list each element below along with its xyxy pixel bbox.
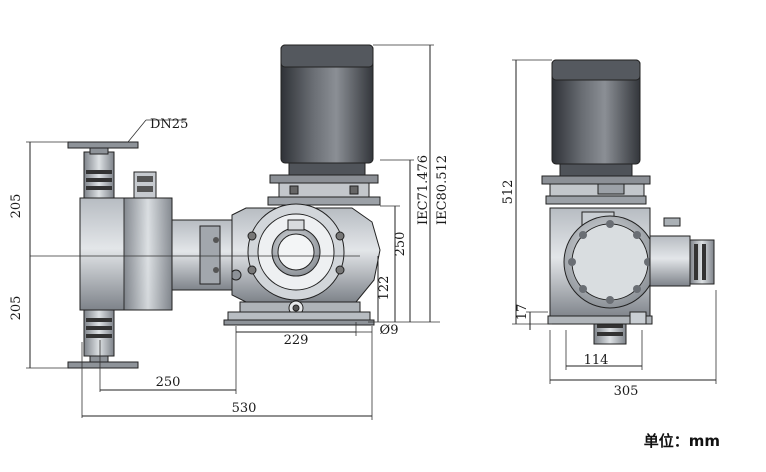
dim-inlet-250: 250	[156, 375, 181, 390]
side-view: 512 17 114 305	[501, 59, 717, 399]
flange-label: DN25	[150, 117, 188, 132]
front-pump-head	[67, 141, 173, 369]
dim-lower-205: 205	[9, 296, 24, 321]
side-dimension-lines	[512, 59, 717, 384]
dim-total-530: 530	[232, 401, 257, 416]
front-view: DN25 205 205 250 530 229 Ø9 250 122 IEC7…	[9, 44, 450, 420]
side-body	[547, 207, 715, 345]
front-coupling	[171, 219, 233, 291]
motor-iec80-label: IEC80.512	[435, 155, 450, 225]
dim-base-122: 122	[377, 276, 392, 301]
dim-upper-205: 205	[9, 194, 24, 219]
side-motor	[541, 59, 651, 205]
front-motor	[267, 44, 381, 206]
dim-shaft-250: 250	[393, 232, 408, 257]
front-gearbox	[223, 203, 381, 326]
dim-side-305: 305	[614, 384, 639, 399]
dim-mount-229: 229	[284, 333, 309, 348]
dim-hole-9: Ø9	[380, 323, 399, 338]
motor-iec71-label: IEC71.476	[416, 155, 431, 225]
dim-side-512: 512	[501, 180, 516, 205]
front-dimension-lines	[26, 44, 440, 420]
dim-side-114: 114	[584, 353, 609, 368]
dim-side-17: 17	[515, 304, 530, 321]
unit-label: 单位：mm	[643, 432, 720, 450]
